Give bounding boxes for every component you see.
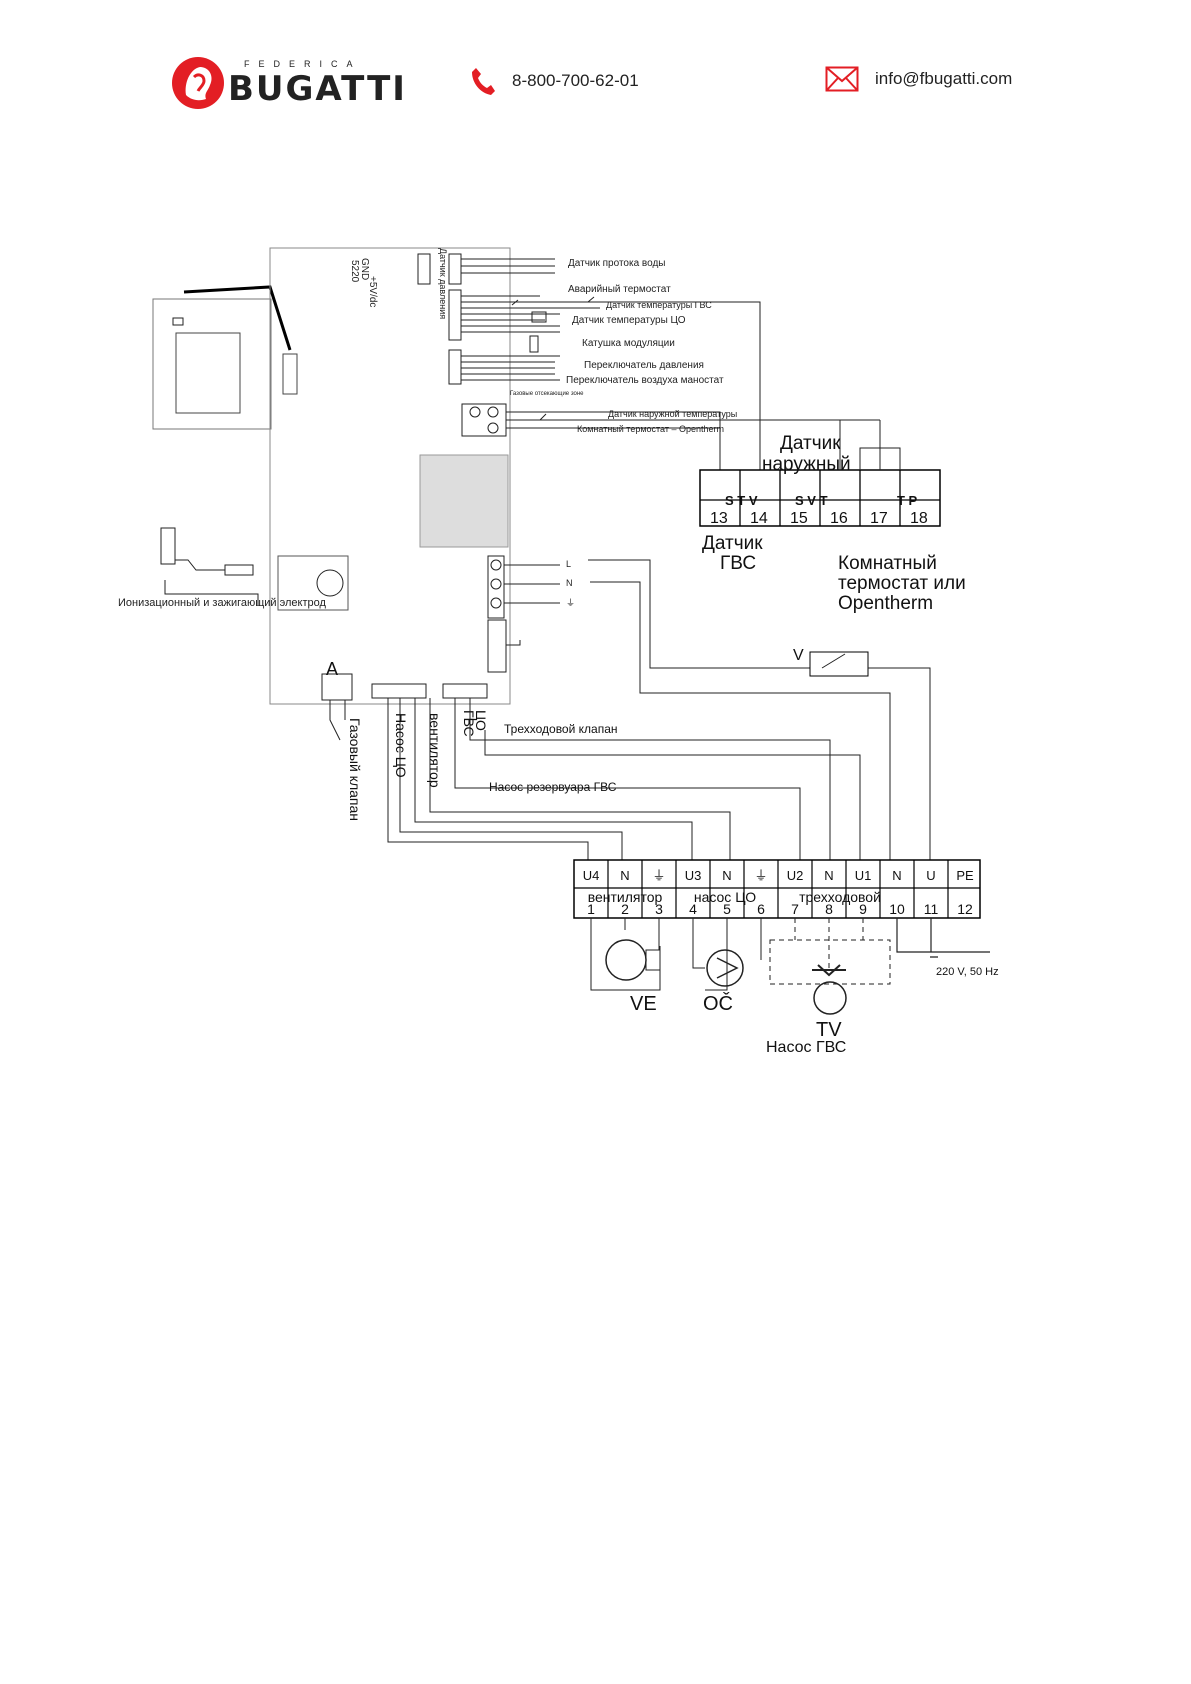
terminal-top-label: U1 xyxy=(855,868,872,883)
terminal-top-label: N xyxy=(620,868,629,883)
terminal-top-label: N xyxy=(824,868,833,883)
terminal-top-label: ⏚ xyxy=(652,868,665,883)
terminal-pin-14: 14 xyxy=(750,510,768,527)
terminal-pin-number: 3 xyxy=(655,901,663,917)
display-module xyxy=(152,298,272,430)
terminal-pin-13: 13 xyxy=(710,510,728,527)
flow-sensor-label: Датчик протока воды xyxy=(568,258,666,269)
brand-logo: FEDERICA BUGATTI xyxy=(170,55,405,111)
control-board xyxy=(269,247,511,705)
pressure-sensor-vertical-label: Датчик давления xyxy=(438,248,448,319)
terminal-top-label: N xyxy=(892,868,901,883)
dhw-sensor-title-1: Датчик xyxy=(702,533,763,554)
switch-v-label: V xyxy=(793,647,804,664)
terminal-group-ch-pump: насос ЦО xyxy=(694,889,756,905)
dhw-temp-sensor-label: Датчик температуры ГВС xyxy=(606,300,712,310)
terminal-group-tp: T P xyxy=(897,493,918,508)
room-thermostat-title-2: термостат или xyxy=(838,573,966,594)
block-a-label: A xyxy=(326,659,338,679)
ch-vertical-label: ЦО xyxy=(473,710,489,731)
dhw-vertical-label: ГВС xyxy=(461,710,477,737)
dhw-sensor-title-2: ГВС xyxy=(720,553,756,574)
pressure-switch-label: Переключатель давления xyxy=(584,360,704,371)
terminal-pin-number: 5 xyxy=(723,901,731,917)
fan-vertical-label: вентилятор xyxy=(427,713,443,788)
board-5v-label: +5V/dc xyxy=(367,276,378,307)
room-thermostat-title-3: Opentherm xyxy=(838,593,933,614)
air-switch-label: Переключатель воздуха маностат xyxy=(566,375,724,386)
room-thermostat-label: Комнатный термостат – Opentherm xyxy=(577,424,724,434)
terminal-pin-17: 17 xyxy=(870,510,888,527)
small-note-label: Газовые отсекающие зоне xyxy=(510,391,584,397)
terminal-top-label: U3 xyxy=(685,868,702,883)
mains-l-label: L xyxy=(566,559,571,569)
terminal-top-label: ⏚ xyxy=(754,868,767,883)
board-gnd-label: GND xyxy=(359,258,370,280)
terminal-group-stv: S T V xyxy=(725,493,758,508)
modulation-coil-label: Катушка модуляции xyxy=(582,338,675,349)
terminal-top-label: U xyxy=(926,868,935,883)
terminal-pin-number: 10 xyxy=(889,901,905,917)
terminal-group-fan: вентилятор xyxy=(588,889,663,905)
phone-icon xyxy=(472,68,495,95)
mains-n-label: N xyxy=(566,578,573,588)
brand-main-text: BUGATTI xyxy=(228,69,407,109)
electrode-label: Ионизационный и зажигающий электрод xyxy=(118,597,326,609)
terminal-pin-15: 15 xyxy=(790,510,808,527)
terminal-top-label: PE xyxy=(956,868,974,883)
terminal-pin-16: 16 xyxy=(830,510,848,527)
ch-pump-vertical-label: Насос ЦО xyxy=(393,713,409,778)
brand-top-text: FEDERICA xyxy=(244,59,362,69)
terminal-pin-number: 9 xyxy=(859,901,867,917)
terminal-pin-number: 7 xyxy=(791,901,799,917)
board-5220-label: 5220 xyxy=(349,260,360,283)
terminal-top-label: U2 xyxy=(787,868,804,883)
three-way-valve-label: Трехходовой клапан xyxy=(504,722,618,736)
terminal-top-label: U4 xyxy=(583,868,600,883)
terminal-pin-number: 8 xyxy=(825,901,833,917)
email-address[interactable]: info@fbugatti.com xyxy=(875,69,1013,88)
contact-phone[interactable]: 8-800-700-62-01 xyxy=(470,66,639,96)
device-pump-label: OČ xyxy=(703,992,733,1015)
terminal-pin-number: 6 xyxy=(757,901,765,917)
terminal-pin-number: 1 xyxy=(587,901,595,917)
page-header: FEDERICA BUGATTI 8-800-700-62-01 info@fb… xyxy=(0,0,1191,160)
mains-earth-label: ⏚ xyxy=(566,598,575,608)
gas-valve-label: Газовый клапан xyxy=(347,718,363,821)
outdoor-sensor-title-2: наружный xyxy=(762,454,851,475)
terminal-pin-number: 4 xyxy=(689,901,697,917)
terminal-pin-number: 11 xyxy=(924,901,939,917)
terminal-group-svt: S V T xyxy=(795,493,828,508)
logo-emblem-icon xyxy=(172,57,224,109)
terminal-pin-number: 2 xyxy=(621,901,629,917)
phone-number[interactable]: 8-800-700-62-01 xyxy=(512,71,639,90)
terminal-group-three-way: трехходовой xyxy=(799,889,881,905)
room-thermostat-title-1: Комнатный xyxy=(838,553,937,574)
terminal-top-label: N xyxy=(722,868,731,883)
terminal-pin-18: 18 xyxy=(910,510,928,527)
dhw-tank-pump-label: Насос резервуара ГВС xyxy=(489,780,617,794)
device-fan-label: VE xyxy=(630,993,657,1015)
mail-icon xyxy=(825,66,859,92)
ch-temp-sensor-label: Датчик температуры ЦО xyxy=(572,315,686,326)
outdoor-sensor-title-1: Датчик xyxy=(780,433,841,454)
power-label: 220 V, 50 Hz xyxy=(936,966,999,978)
overheat-thermostat-label: Аварийный термостат xyxy=(568,284,671,295)
outdoor-temp-sensor-label: Датчик наружной температуры xyxy=(608,409,737,419)
device-valve-label: TV xyxy=(816,1019,842,1041)
terminal-pin-number: 12 xyxy=(957,901,973,917)
device-valve-sub-label: Насос ГВС xyxy=(766,1039,846,1056)
contact-email[interactable]: info@fbugatti.com xyxy=(825,66,1012,92)
